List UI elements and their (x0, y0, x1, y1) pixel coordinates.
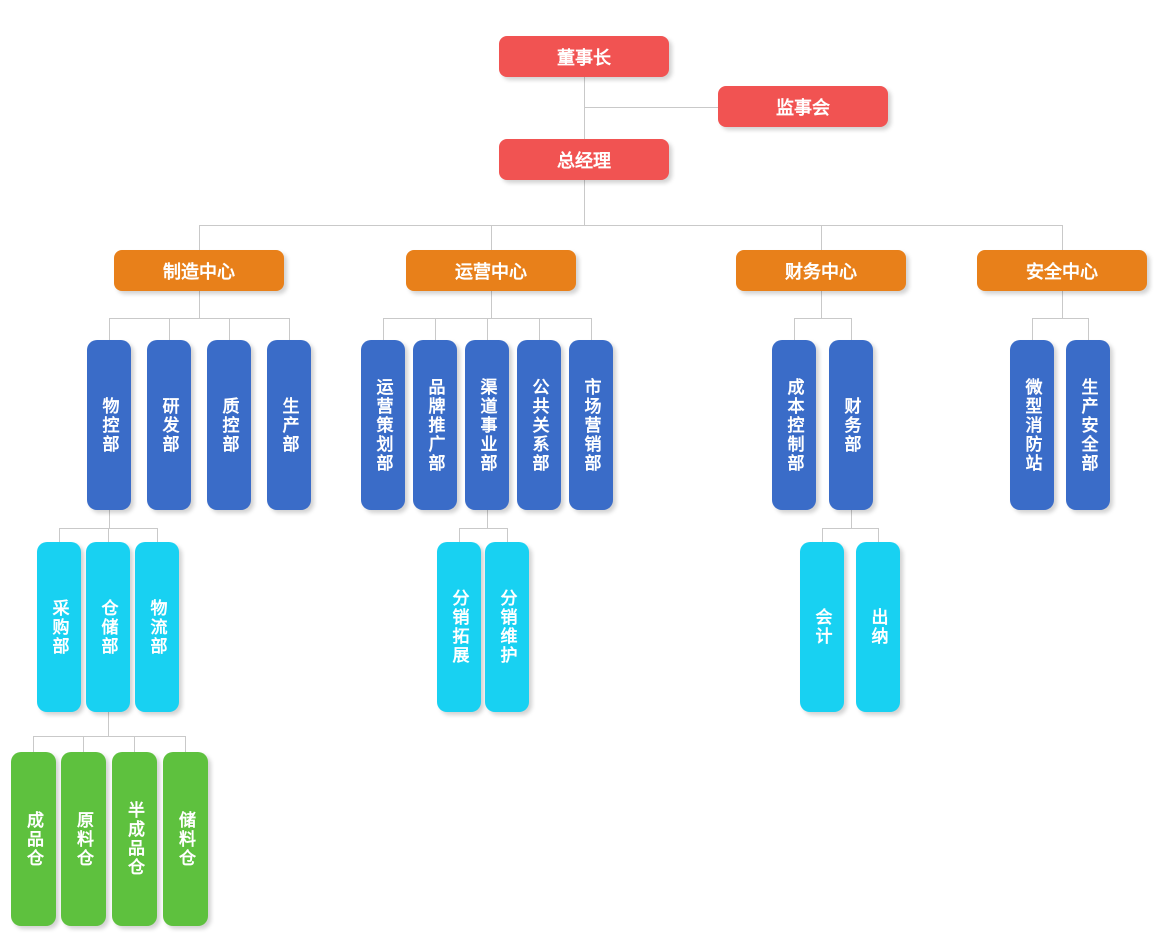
node-micro-fire-station: 微型消防站 (1010, 340, 1054, 510)
connector-line (289, 318, 290, 340)
connector-line (878, 528, 879, 542)
node-finished-goods-warehouse: 成品仓 (11, 752, 56, 926)
node-accounting: 会计 (800, 542, 844, 712)
connector-line (1032, 318, 1088, 319)
node-rd-dept: 研发部 (147, 340, 191, 510)
connector-line (199, 225, 200, 250)
connector-line (109, 318, 110, 340)
node-finance-dept: 财务部 (829, 340, 873, 510)
connector-line (794, 318, 851, 319)
connector-line (851, 318, 852, 340)
connector-line (821, 291, 822, 318)
connector-line (157, 528, 158, 542)
connector-line (83, 736, 84, 752)
connector-line (822, 528, 823, 542)
node-marketing-dept: 市场营销部 (569, 340, 613, 510)
connector-line (487, 318, 488, 340)
node-distribution-maintenance: 分销维护 (485, 542, 529, 712)
connector-line (1062, 291, 1063, 318)
node-storage-warehouse: 储料仓 (163, 752, 208, 926)
connector-line (1088, 318, 1089, 340)
connector-line (185, 736, 186, 752)
node-brand-promotion-dept: 品牌推广部 (413, 340, 457, 510)
connector-line (491, 225, 492, 250)
node-supervisory-board: 监事会 (718, 86, 888, 127)
node-operations-planning-dept: 运营策划部 (361, 340, 405, 510)
node-production-safety-dept: 生产安全部 (1066, 340, 1110, 510)
connector-line (822, 528, 878, 529)
connector-line (584, 180, 585, 225)
node-semi-finished-goods-warehouse: 半成品仓 (112, 752, 157, 926)
connector-line (109, 510, 110, 528)
connector-line (459, 528, 507, 529)
node-logistics-dept: 物流部 (135, 542, 179, 712)
connector-line (199, 291, 200, 318)
connector-line (383, 318, 384, 340)
connector-line (821, 225, 822, 250)
connector-line (491, 291, 492, 318)
connector-line (33, 736, 185, 737)
connector-line (435, 318, 436, 340)
connector-line (134, 736, 135, 752)
connector-line (1032, 318, 1033, 340)
node-material-control-dept: 物控部 (87, 340, 131, 510)
connector-line (1062, 225, 1063, 250)
node-cost-control-dept: 成本控制部 (772, 340, 816, 510)
node-cashier: 出纳 (856, 542, 900, 712)
connector-line (794, 318, 795, 340)
node-operations-center: 运营中心 (406, 250, 576, 291)
node-manufacturing-center: 制造中心 (114, 250, 284, 291)
node-quality-control-dept: 质控部 (207, 340, 251, 510)
node-public-relations-dept: 公共关系部 (517, 340, 561, 510)
node-chairman: 董事长 (499, 36, 669, 77)
connector-line (33, 736, 34, 752)
node-warehousing-dept: 仓储部 (86, 542, 130, 712)
connector-line (169, 318, 170, 340)
connector-line (229, 318, 230, 340)
connector-line (487, 510, 488, 528)
node-production-dept: 生产部 (267, 340, 311, 510)
connector-line (459, 528, 460, 542)
node-distribution-expansion: 分销拓展 (437, 542, 481, 712)
node-purchasing-dept: 采购部 (37, 542, 81, 712)
connector-line (108, 712, 109, 736)
connector-line (108, 528, 109, 542)
node-finance-center: 财务中心 (736, 250, 906, 291)
connector-line (199, 225, 1062, 226)
connector-line (109, 318, 289, 319)
connector-line (59, 528, 60, 542)
connector-line (584, 77, 585, 139)
connector-line (507, 528, 508, 542)
node-channel-business-dept: 渠道事业部 (465, 340, 509, 510)
connector-line (584, 107, 718, 108)
connector-line (539, 318, 540, 340)
node-raw-material-warehouse: 原料仓 (61, 752, 106, 926)
node-safety-center: 安全中心 (977, 250, 1147, 291)
node-general-manager: 总经理 (499, 139, 669, 180)
connector-line (851, 510, 852, 528)
connector-line (591, 318, 592, 340)
